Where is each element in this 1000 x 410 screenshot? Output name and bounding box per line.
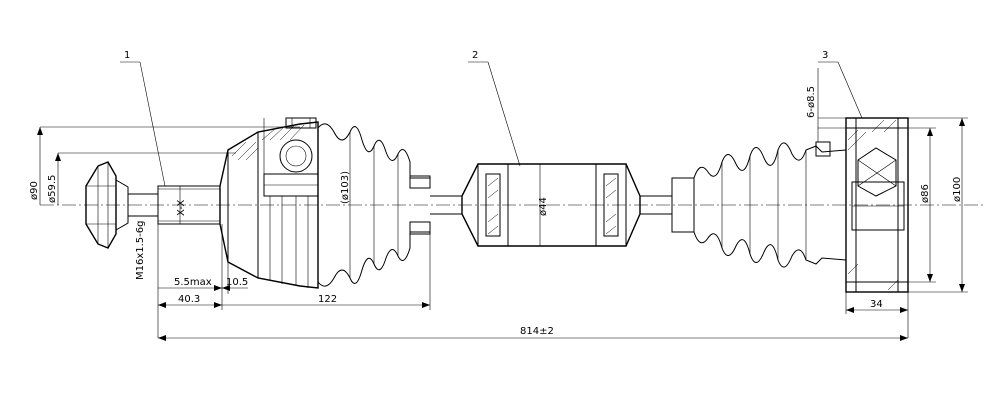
dim-holes: 6-ø8.5 xyxy=(806,86,817,118)
dim-d103: (ø103) xyxy=(340,171,351,204)
inner-cv-joint xyxy=(845,117,909,293)
dim-total: 814±2 xyxy=(520,326,554,337)
dim-122: 122 xyxy=(318,294,337,305)
dim-d100: ø100 xyxy=(952,177,963,202)
dim-40-3: 40.3 xyxy=(178,294,200,305)
dim-34: 34 xyxy=(870,299,883,310)
dim-d44: ø44 xyxy=(538,197,549,216)
callout-1: 1 xyxy=(124,50,130,61)
dim-d90: ø90 xyxy=(29,181,40,200)
callout-leaders xyxy=(120,61,863,187)
left-boot xyxy=(317,123,431,287)
stub-axle xyxy=(85,161,221,249)
dim-d59-5: ø59.5 xyxy=(47,175,58,203)
callout-2: 2 xyxy=(472,50,478,61)
dim-d86: ø86 xyxy=(920,184,931,203)
dim-5-5max: 5.5max xyxy=(174,277,212,288)
dimension-lines xyxy=(37,68,965,341)
labels: 1 2 3 ø90 ø59.5 M16x1.5-6g X-X (ø103) ø4… xyxy=(29,50,963,337)
shaft xyxy=(430,195,672,215)
right-boot xyxy=(671,141,847,268)
dim-xx: X-X xyxy=(176,200,187,216)
dim-10-5: 10.5 xyxy=(226,277,248,288)
damper xyxy=(461,163,641,247)
dim-thread: M16x1.5-6g xyxy=(135,221,146,281)
outer-cv-joint xyxy=(219,117,319,289)
callout-3: 3 xyxy=(822,50,828,61)
